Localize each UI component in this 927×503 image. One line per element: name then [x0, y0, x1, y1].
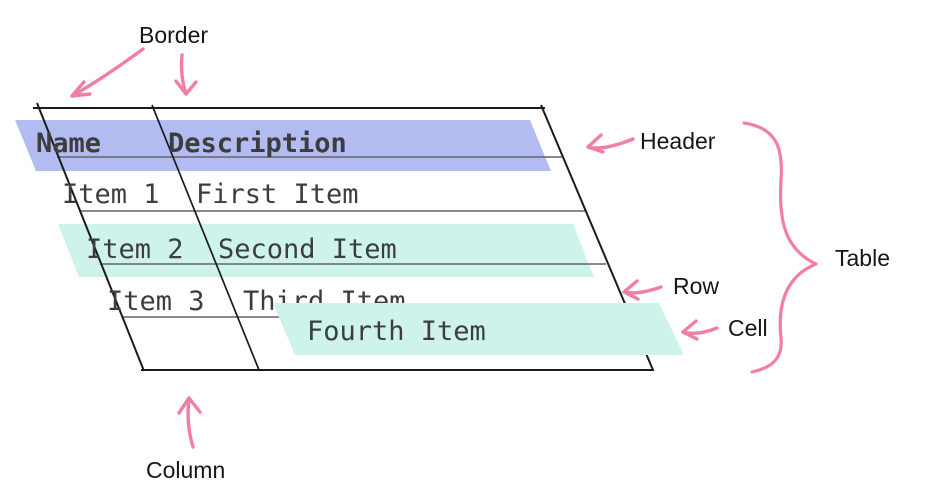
header-cell-name: Name	[36, 128, 102, 159]
border-label: Border	[139, 22, 209, 48]
header-arrow	[586, 133, 635, 154]
row-arrow	[622, 279, 663, 301]
cell-arrow	[681, 319, 719, 341]
table-label: Table	[835, 245, 890, 271]
header-cell-description: Description	[168, 128, 347, 159]
cell-row4-desc: Fourth Item	[307, 316, 486, 347]
table-brace	[742, 121, 818, 374]
cell-label: Cell	[728, 315, 768, 341]
header-row-highlight	[15, 120, 551, 171]
border-arrow-left	[70, 47, 145, 98]
border-arrow-down	[174, 53, 198, 96]
cell-row3-desc: Third Item	[243, 286, 406, 317]
cell-row2-desc: Second Item	[218, 234, 397, 265]
cell-row3-name: Item 3	[107, 286, 205, 317]
column-arrow	[177, 396, 202, 449]
table-border-left	[36, 102, 145, 372]
cell-row2-name: Item 2	[86, 234, 184, 265]
header-label: Header	[640, 128, 716, 154]
row-label: Row	[673, 273, 720, 299]
column-separator-line	[151, 104, 260, 371]
column-label: Column	[146, 457, 226, 483]
cell-highlight	[273, 303, 684, 355]
cell-row1-name: Item 1	[62, 179, 160, 210]
cell-row1-desc: First Item	[196, 179, 359, 210]
